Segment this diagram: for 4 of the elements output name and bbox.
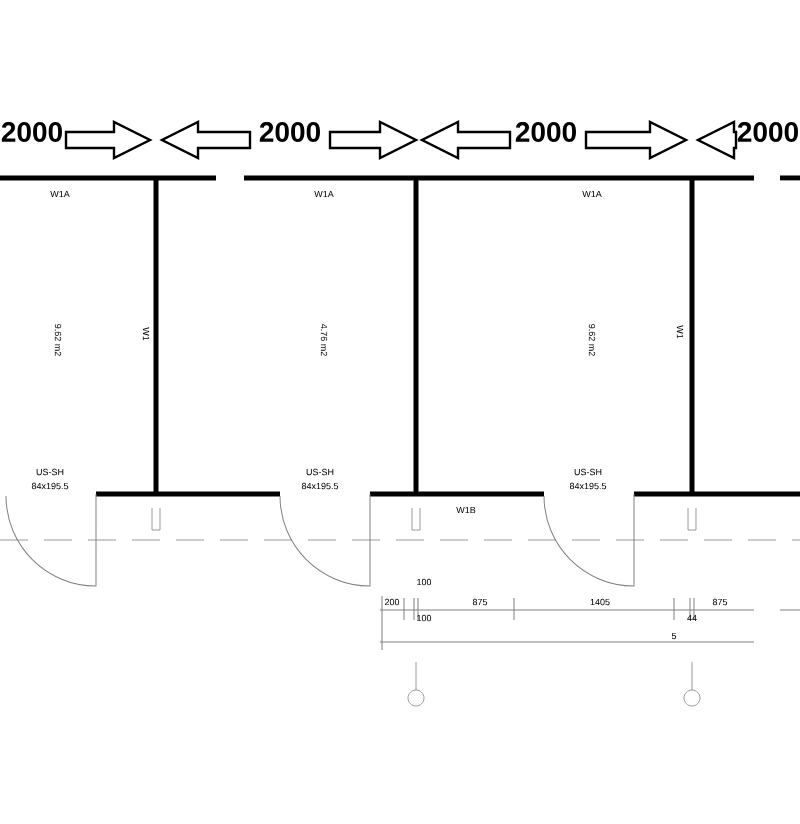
dimension-text: 2000 (1, 122, 62, 142)
dimension-text: 2000 (259, 122, 320, 142)
dimension-text: 2000 (515, 122, 576, 142)
dimension-text: 2000 (737, 122, 798, 142)
